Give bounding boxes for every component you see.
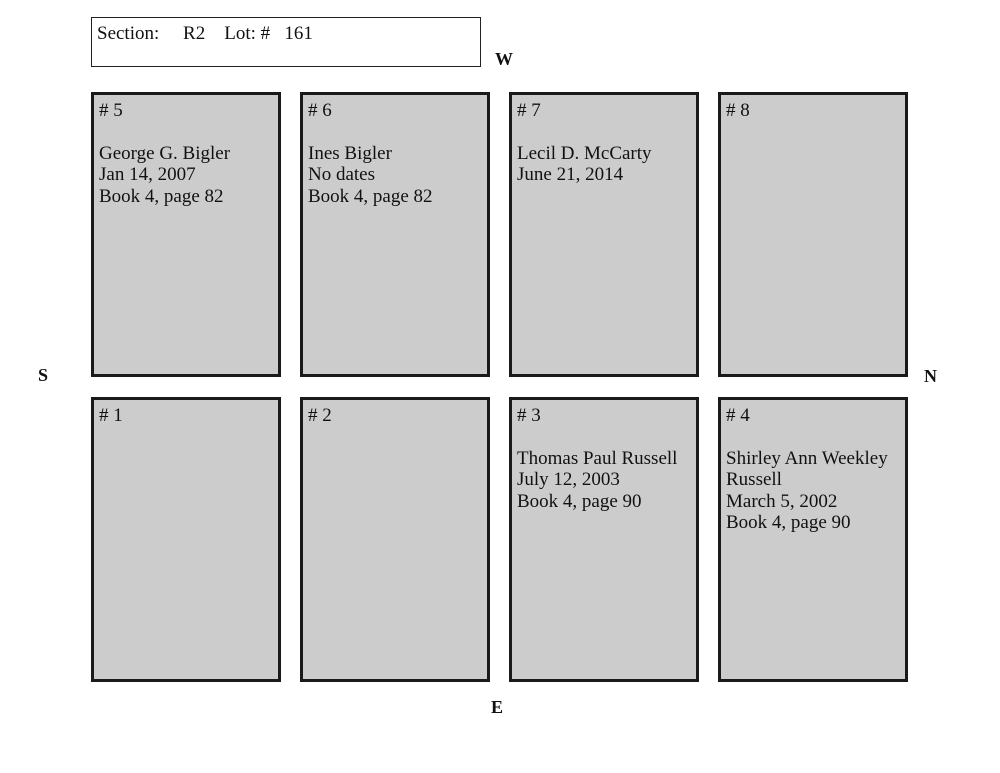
plot-number: # 8 (726, 100, 750, 121)
plot-name: Ines Bigler (308, 142, 392, 164)
section-lot-header: Section: R2 Lot: # 161 (91, 17, 481, 67)
compass-east: E (491, 697, 504, 717)
plot-7: # 7 Lecil D. McCarty June 21, 2014 (509, 92, 699, 377)
lot-label: Lot: # (224, 23, 271, 44)
plot-8: # 8 (718, 92, 908, 377)
plot-date: July 12, 2003 (517, 469, 620, 490)
plot-name-cont: Russell (726, 469, 782, 490)
plot-name: George G. Bigler (99, 142, 231, 164)
lot-value: 161 (284, 23, 313, 44)
section-label: Section: (97, 23, 160, 44)
plot-number: # 1 (99, 405, 123, 426)
plot-2: # 2 (300, 397, 490, 682)
plot-6: # 6 Ines Bigler No dates Book 4, page 82 (300, 92, 490, 377)
plot-number: # 4 (726, 405, 750, 426)
section-lot-text: Section: R2 Lot: # 161 (97, 23, 313, 45)
plot-4: # 4 Shirley Ann Weekley Russell March 5,… (718, 397, 908, 682)
plot-name: Thomas Paul Russell (517, 447, 678, 469)
plot-number: # 5 (99, 100, 123, 121)
plot-number: # 3 (517, 405, 541, 426)
plot-3: # 3 Thomas Paul Russell July 12, 2003 Bo… (509, 397, 699, 682)
plot-number: # 2 (308, 405, 332, 426)
plot-name: Shirley Ann Weekley (726, 447, 888, 469)
compass-north: N (924, 366, 937, 386)
plot-5: # 5 George G. Bigler Jan 14, 2007 Book 4… (91, 92, 281, 377)
plot-date: March 5, 2002 (726, 490, 838, 512)
plot-date: Jan 14, 2007 (99, 164, 196, 185)
plot-date: June 21, 2014 (517, 164, 624, 185)
plot-name: Lecil D. McCarty (517, 142, 652, 164)
compass-west: W (495, 49, 513, 69)
plot-record: Book 4, page 90 (726, 512, 851, 533)
plot-number: # 6 (308, 100, 332, 121)
compass-south: S (38, 365, 49, 385)
plot-date: No dates (308, 164, 376, 185)
section-value: R2 (183, 23, 206, 44)
plot-1: # 1 (91, 397, 281, 682)
plot-record: Book 4, page 90 (517, 490, 642, 512)
plot-record: Book 4, page 82 (308, 185, 433, 207)
plot-number: # 7 (517, 100, 541, 121)
plot-record: Book 4, page 82 (99, 185, 224, 207)
